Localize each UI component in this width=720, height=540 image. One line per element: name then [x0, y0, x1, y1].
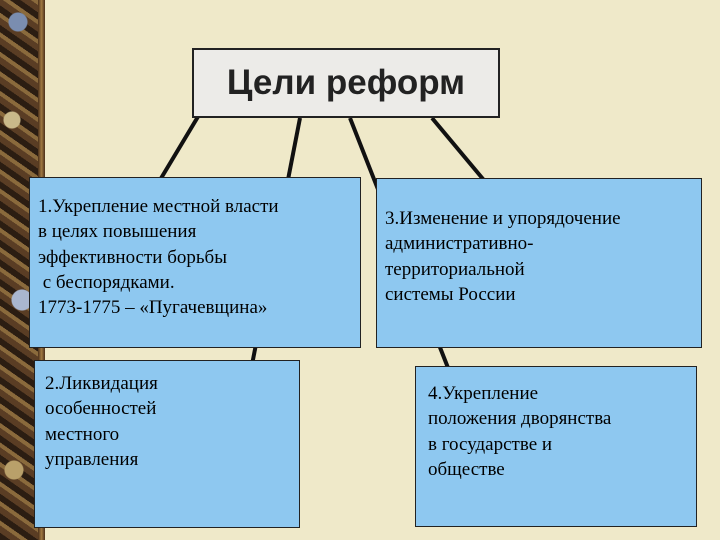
goal-3-line-3: территориальной — [385, 258, 525, 280]
goal-2-line-4: управления — [45, 448, 139, 470]
diagram-title: Цели реформ — [226, 63, 466, 102]
goal-1-line-4: с беспорядками. — [38, 271, 175, 293]
title-box: Цели реформ — [192, 48, 500, 118]
connector-line-4 — [430, 116, 490, 187]
goal-2-line-2: особенностей — [45, 398, 157, 420]
goal-1-line-2: в целях повышения — [38, 221, 197, 243]
goal-3-line-4: системы России — [385, 283, 516, 305]
goal-4-line-2: положения дворянства — [428, 408, 612, 430]
goal-1-line-3: эффективности борьбы — [38, 246, 227, 268]
goal-4-line-4: обществе — [428, 458, 505, 480]
goal-3-line-1: 3.Изменение и упорядочение — [385, 208, 621, 229]
goal-box-3: 3.Изменение и упорядочение административ… — [376, 178, 702, 348]
goal-1-line-5: 1773-1775 – «Пугачевщина» — [38, 297, 268, 319]
goal-box-2: 2.Ликвидация особенностей местного управ… — [34, 360, 300, 528]
goal-4-line-3: в государстве и — [428, 433, 553, 455]
goal-1-line-1: 1.Укрепление местной власти — [38, 196, 279, 217]
goal-2-line-3: местного — [45, 423, 120, 445]
goal-4-line-1: 4.Укрепление — [428, 383, 539, 404]
goal-2-line-1: 2.Ликвидация — [45, 373, 158, 394]
goal-box-4: 4.Укрепление положения дворянства в госу… — [415, 366, 697, 527]
goal-box-1: 1.Укрепление местной власти в целях повы… — [29, 177, 361, 348]
goal-3-line-2: административно- — [385, 233, 534, 255]
